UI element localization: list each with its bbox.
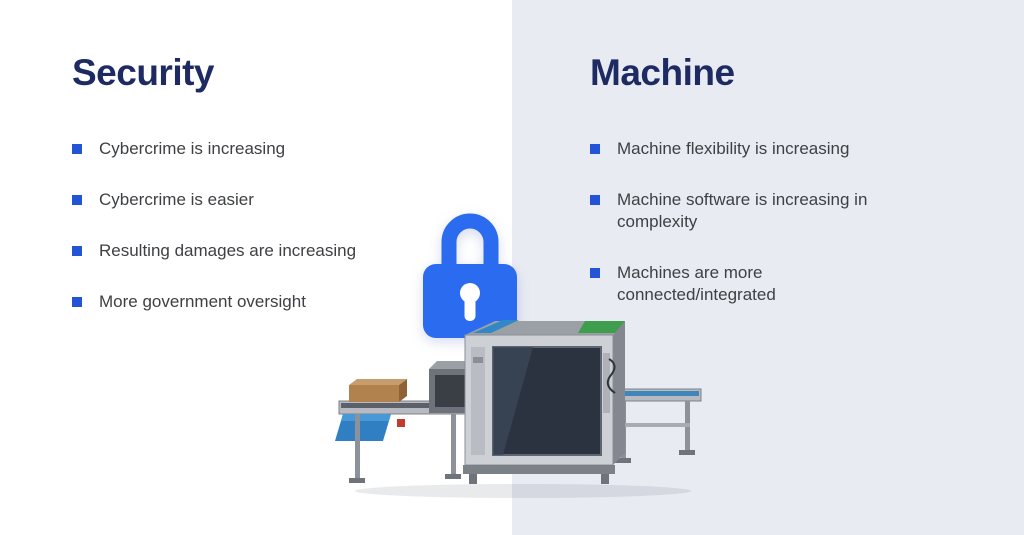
security-title: Security xyxy=(72,52,215,93)
security-list: Cybercrime is increasing Cybercrime is e… xyxy=(72,138,462,342)
bullet-square-icon xyxy=(72,144,82,154)
bullet-square-icon xyxy=(590,144,600,154)
list-item: Machine flexibility is increasing xyxy=(590,138,890,160)
list-item: Machines are more connected/integrated xyxy=(590,262,890,306)
list-item: Machine software is increasing in comple… xyxy=(590,189,890,233)
inspection-machine-illustration xyxy=(333,313,708,503)
bullet-square-icon xyxy=(72,195,82,205)
bullet-square-icon xyxy=(72,246,82,256)
list-item-label: More government oversight xyxy=(99,292,306,311)
bullet-square-icon xyxy=(72,297,82,307)
lock-icon xyxy=(420,204,520,340)
list-item-label: Cybercrime is increasing xyxy=(99,139,286,158)
bullet-square-icon xyxy=(590,195,600,205)
list-item-label: Resulting damages are increasing xyxy=(99,241,357,260)
list-item: Cybercrime is increasing xyxy=(72,138,462,160)
list-item-label: Machines are more connected/integrated xyxy=(617,263,776,304)
list-item-label: Machine software is increasing in comple… xyxy=(617,190,868,231)
bullet-square-icon xyxy=(590,268,600,278)
list-item-label: Cybercrime is easier xyxy=(99,190,254,209)
list-item: Cybercrime is easier xyxy=(72,189,462,211)
machine-list: Machine flexibility is increasing Machin… xyxy=(590,138,890,335)
list-item: Resulting damages are increasing xyxy=(72,240,462,262)
list-item-label: Machine flexibility is increasing xyxy=(617,139,850,158)
list-item: More government oversight xyxy=(72,291,462,313)
machine-title: Machine xyxy=(590,52,735,93)
